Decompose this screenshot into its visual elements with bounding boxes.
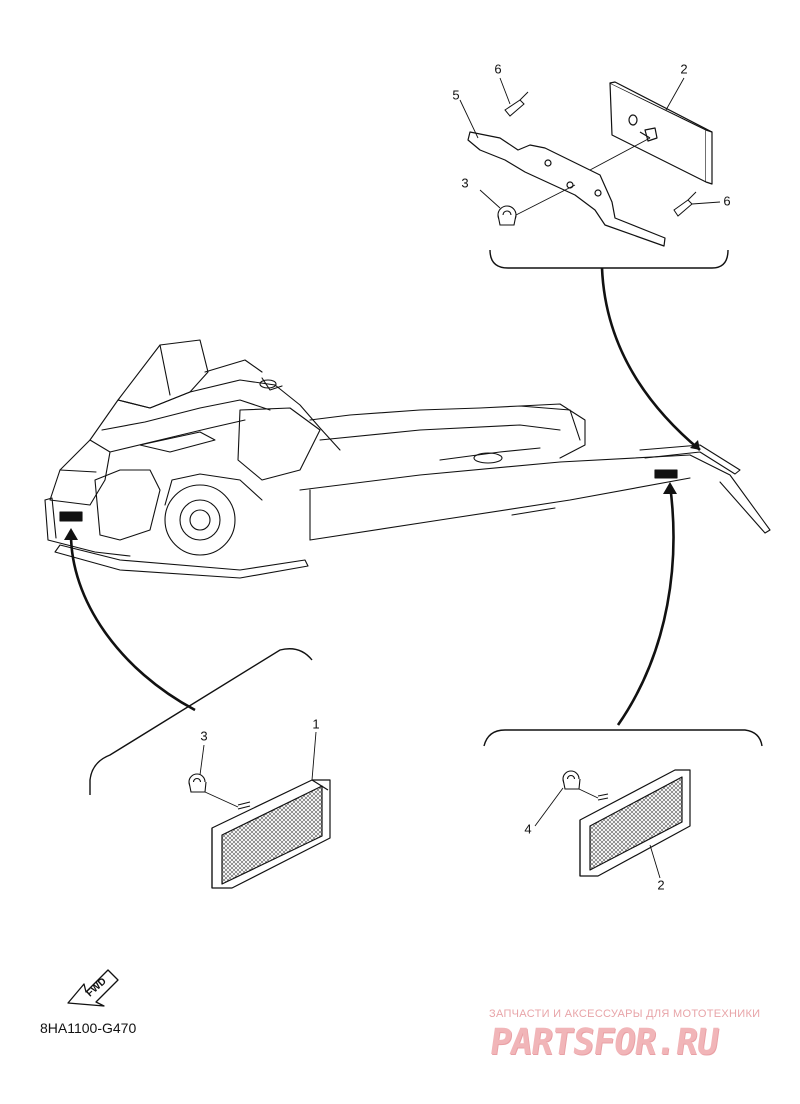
reflector-part-1 bbox=[211, 779, 331, 889]
watermark-subtitle: ЗАПЧАСТИ И АКСЕССУАРЫ ДЛЯ МОТОТЕХНИКИ bbox=[489, 1008, 761, 1020]
callout-number: 6 bbox=[723, 193, 731, 209]
rivet-part-6 bbox=[504, 91, 697, 217]
callout-number: 2 bbox=[680, 61, 688, 77]
snowmobile-illustration bbox=[44, 339, 771, 579]
right-detail-frame bbox=[483, 729, 763, 747]
callout-number: 1 bbox=[312, 716, 320, 732]
callout-number: 4 bbox=[524, 821, 532, 837]
callout-number: 2 bbox=[657, 877, 665, 893]
top-leader-lines bbox=[459, 77, 721, 216]
left-detail-frame bbox=[89, 648, 313, 795]
right-leader-lines bbox=[534, 787, 661, 879]
callout-number: 5 bbox=[452, 87, 460, 103]
left-leader-lines bbox=[199, 731, 317, 808]
reflector-plate-2-top bbox=[609, 81, 713, 185]
nut-part-4 bbox=[562, 770, 609, 801]
reflector-plate-2-bottom bbox=[579, 769, 691, 877]
leader-arrows bbox=[69, 267, 701, 726]
callout-number: 3 bbox=[461, 175, 469, 191]
nut-part-3-top bbox=[497, 205, 517, 226]
nut-part-3-left bbox=[188, 773, 251, 810]
fwd-arrow-icon bbox=[67, 969, 119, 1007]
callout-number: 3 bbox=[200, 728, 208, 744]
diagram-code: 8HA1100-G470 bbox=[40, 1020, 137, 1036]
top-detail-frame bbox=[489, 249, 729, 269]
callout-number: 6 bbox=[494, 61, 502, 77]
watermark-brand: PARTSFOR.RU bbox=[487, 1022, 721, 1063]
